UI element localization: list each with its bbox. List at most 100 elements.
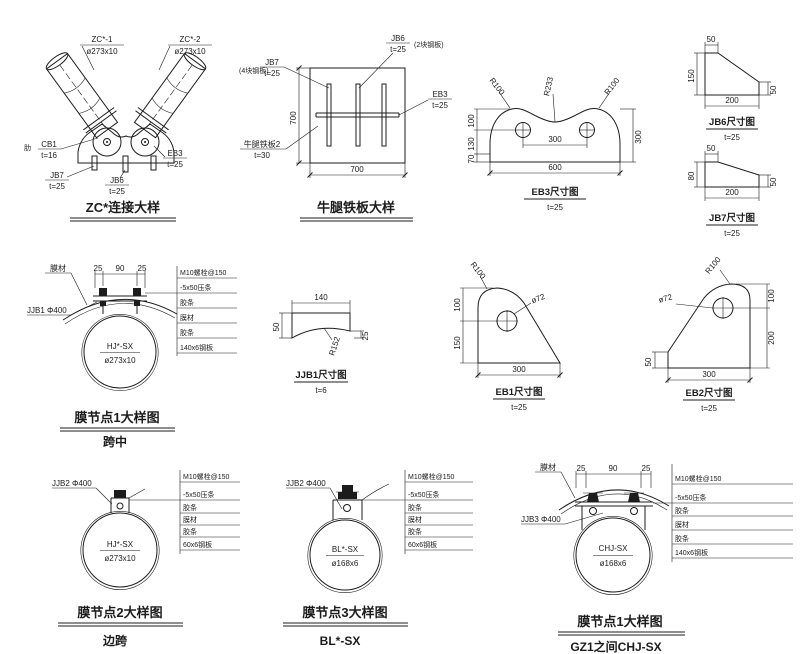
callout-plate: 140x6钢板 [675, 548, 708, 557]
jjb1-shape [291, 312, 351, 339]
jb7-d50r: 50 [769, 177, 778, 186]
panel-node1-midspan: HJ*-SX ø273x10 25 90 25 膜材 JJB1 Φ400 [25, 258, 240, 450]
jb6-d50t: 50 [707, 35, 716, 44]
eb2-title: EB2尺寸图 [686, 387, 733, 399]
eb3-d300h: 300 [548, 135, 562, 144]
callout-strip1: 胶条 [408, 503, 422, 512]
panel-node2-sidespan: HJ*-SX ø273x10 JJB2 Φ400 M10螺栓@150 -5x50… [28, 462, 243, 652]
node4-pipe-label: CHJ-SX [599, 544, 629, 553]
jb6-t: t=25 [724, 133, 740, 142]
node1-labels: 膜材 JJB1 Φ400 [27, 263, 98, 316]
eb1-hole-label: ø72 [530, 292, 547, 305]
jb6-dims: 50 150 50 200 [687, 35, 778, 109]
node3-callouts: M10螺栓@150 -5x50压条 胶条 膜材 胶条 60x6钢板 [362, 470, 473, 554]
panel-jb7-dim: 50 80 50 200 JB7尺寸图 t=25 [658, 138, 798, 256]
jb6-t: t=25 [109, 187, 125, 196]
eb3-d70: 70 [467, 154, 476, 163]
node1-pipe [83, 315, 157, 389]
callout-bolt: M10螺栓@150 [675, 474, 722, 483]
eb2-r: R100 [703, 255, 723, 276]
callout-strip2: 胶条 [180, 328, 194, 337]
eb2-labels: R100 ø72 [658, 255, 731, 309]
jb7-t: t=25 [264, 69, 280, 78]
eb1-t: t=25 [511, 403, 527, 412]
jb6-d50r: 50 [769, 85, 778, 94]
corbel-labels: (4块钢板) JB7 t=25 JB6 t=25 (2块钢板) EB3 t=25… [239, 34, 452, 160]
jb7-dims: 50 80 50 200 [687, 144, 778, 201]
callout-membrane: 膜材 [183, 515, 197, 524]
jb7-qty: (4块钢板) [239, 66, 269, 75]
eb3-t: t=25 [167, 160, 183, 169]
panel-jjb1-dim: 140 50 25 R152 JJB1尺寸图 t=6 [258, 278, 393, 400]
eb3-title: EB3尺寸图 [532, 186, 579, 198]
node4-labels: 膜材 JJB3 Φ400 [521, 462, 604, 525]
callout-plate: 140x6钢板 [180, 343, 213, 352]
jb7-d80: 80 [687, 171, 696, 180]
jb7-t: t=25 [724, 229, 740, 238]
eb3-d300r: 300 [634, 130, 643, 144]
panel-jb6-dim: 50 150 50 200 JB6尺寸图 t=25 [658, 18, 798, 144]
zc-tube-right [133, 52, 207, 139]
jb7-title: JB7尺寸图 [709, 212, 755, 224]
node4-callouts: M10螺栓@150 -5x50压条 胶条 膜材 胶条 140x6钢板 [653, 464, 793, 562]
corbel-geometry [309, 67, 406, 164]
callout-bolt: M10螺栓@150 [408, 472, 455, 481]
node1-d25b: 25 [138, 264, 147, 273]
node4-membrane-label: 膜材 [540, 462, 556, 472]
eb3-label: EB3 [167, 149, 183, 158]
node1-pipe-size: ø273x10 [104, 356, 136, 365]
jb7-label: JB7 [265, 58, 279, 67]
eb3-r-right: R100 [603, 76, 622, 97]
eb3-d600: 600 [548, 163, 562, 172]
jjb1-r: R152 [327, 335, 342, 356]
callout-strip1: 胶条 [183, 503, 197, 512]
jjb1-d25: 25 [361, 331, 370, 340]
node1-pipe-label: HJ*-SX [107, 342, 134, 351]
zc-tube-left [45, 52, 119, 139]
node4-dims: 25 90 25 [575, 464, 652, 488]
node1-d90: 90 [116, 264, 125, 273]
eb3-r-left: R100 [488, 76, 507, 97]
eb3-d100: 100 [467, 114, 476, 128]
rib-label: 肋 [24, 143, 31, 152]
node4-pipe [575, 517, 651, 593]
node2-clamp-label: JJB2 Φ400 [52, 479, 92, 488]
node1-subtitle: 跨中 [103, 434, 127, 449]
eb1-shape [477, 287, 561, 364]
jb7-d50t: 50 [707, 144, 716, 153]
node1-title: 膜节点1大样图 [74, 410, 159, 425]
node1-callouts: M10螺栓@150 -5x50压条 胶条 膜材 胶条 140x6钢板 [145, 266, 237, 356]
node1-membrane-label: 膜材 [50, 263, 66, 273]
eb1-title: EB1尺寸图 [496, 386, 543, 398]
eb1-d300: 300 [512, 365, 526, 374]
callout-batten: -5x50压条 [183, 490, 215, 499]
node2-pipe-size: ø273x10 [104, 554, 136, 563]
node4-title: 膜节点1大样图 [577, 614, 662, 629]
jb7-t: t=25 [49, 182, 65, 191]
node4-d90: 90 [609, 464, 618, 473]
eb2-hole-label: ø72 [658, 292, 674, 304]
node4-subtitle: GZ1之间CHJ-SX [570, 639, 661, 654]
node4-d25b: 25 [642, 464, 651, 473]
jb7-d200: 200 [725, 188, 739, 197]
jb6-d200: 200 [725, 96, 739, 105]
callout-bolt: M10螺栓@150 [183, 472, 230, 481]
jjb1-dims: 140 50 25 R152 [272, 293, 370, 357]
callout-plate: 60x6钢板 [408, 540, 437, 549]
node3-pipe-size: ø168x6 [332, 559, 359, 568]
eb1-r: R100 [469, 260, 488, 281]
callout-membrane: 膜材 [180, 313, 194, 322]
jjb1-d50: 50 [272, 322, 281, 331]
corbel-dim-h: 700 [289, 111, 298, 125]
callout-bolt: M10螺栓@150 [180, 268, 227, 277]
eb2-t: t=25 [701, 404, 717, 413]
eb3-dims: 100 130 70 300 300 600 [467, 108, 643, 176]
jjb1-t: t=6 [315, 386, 327, 395]
jb7-label: JB7 [50, 171, 64, 180]
eb2-dims: 100 200 50 300 [644, 283, 776, 383]
node4-geometry [558, 489, 670, 596]
eb2-d50: 50 [644, 357, 653, 366]
node2-pipe [82, 512, 158, 588]
callout-batten: -5x50压条 [675, 493, 707, 502]
node3-geometry [307, 483, 390, 594]
